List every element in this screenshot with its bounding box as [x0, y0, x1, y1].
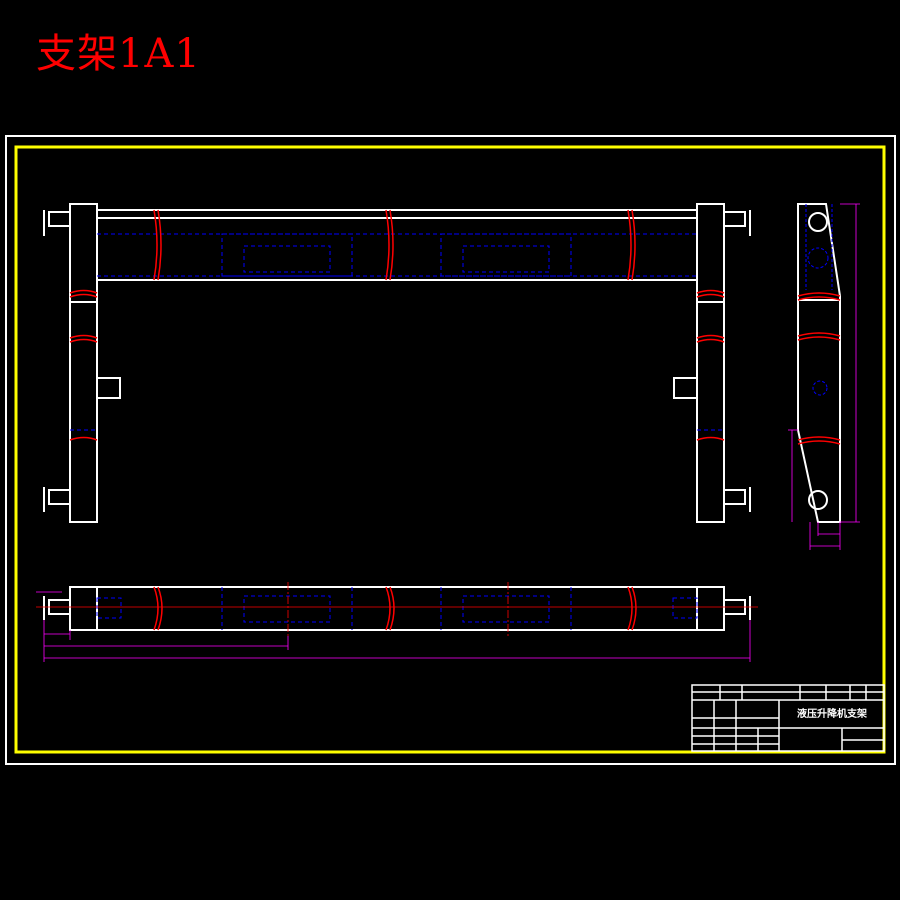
top-view-dims [36, 591, 751, 662]
title-block [691, 684, 885, 752]
side-view-breaks [797, 292, 841, 445]
outer-frame [5, 135, 896, 765]
title-block-drawing-name: 液压升降机支架 [797, 709, 867, 720]
inner-frame [14, 145, 886, 754]
side-view-hidden [805, 204, 833, 396]
top-view-hidden [96, 587, 698, 630]
front-view-hidden [70, 233, 724, 431]
drawing-title: 支架1A1 [36, 31, 201, 77]
front-view-breaks [69, 209, 725, 441]
side-view-dims [788, 203, 860, 550]
front-view [43, 203, 751, 523]
top-view-breaks [153, 586, 637, 631]
top-view-centerlines [36, 582, 758, 636]
top-view [43, 586, 751, 631]
side-view [797, 203, 841, 523]
